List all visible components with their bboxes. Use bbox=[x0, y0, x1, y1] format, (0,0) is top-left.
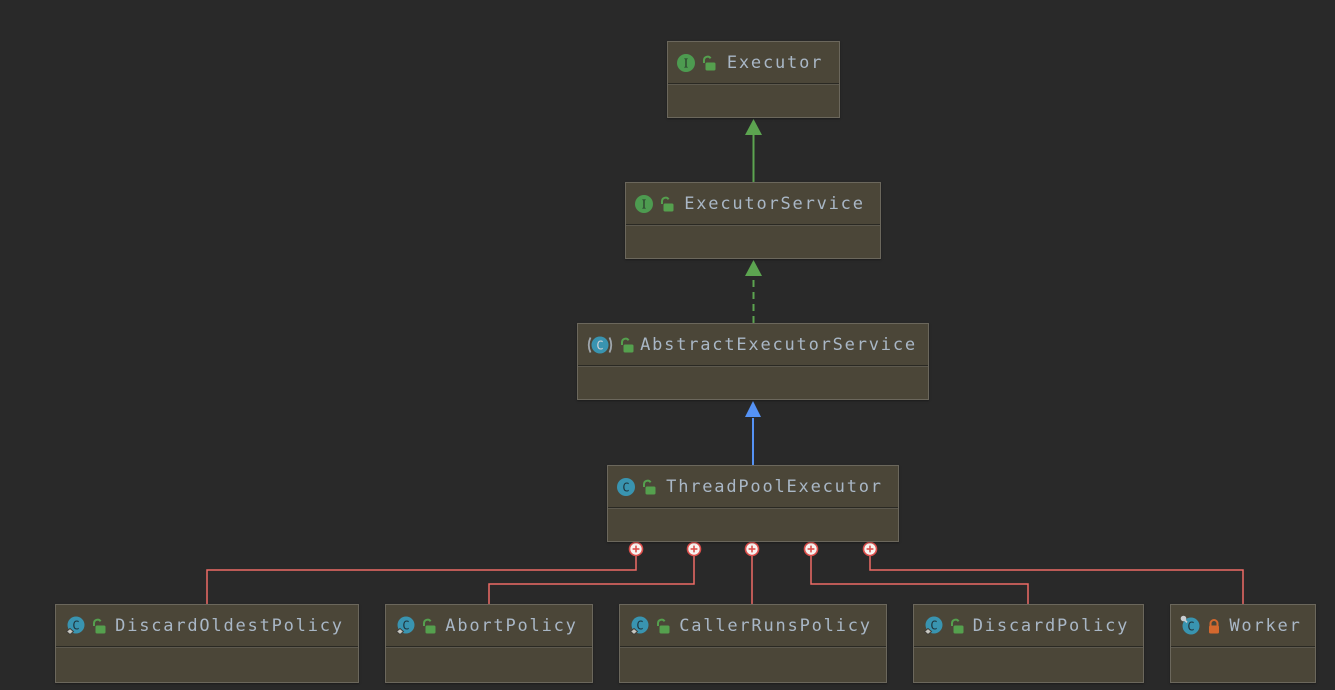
node-label: CallerRunsPolicy bbox=[679, 615, 872, 636]
node-label: DiscardPolicy bbox=[972, 615, 1130, 636]
node-body bbox=[386, 647, 592, 682]
node-body bbox=[620, 647, 886, 682]
class-node-threadpoolexecutor[interactable]: C ThreadPoolExecutor bbox=[607, 465, 899, 542]
icon-cluster: I bbox=[634, 194, 675, 214]
static-class-icon: C bbox=[923, 616, 943, 635]
class-node-executor[interactable]: I Executor bbox=[667, 41, 840, 118]
node-label: AbortPolicy bbox=[445, 615, 578, 636]
icon-cluster: C bbox=[616, 477, 657, 497]
icon-cluster: C bbox=[586, 335, 635, 355]
icon-cluster: C bbox=[628, 615, 671, 637]
static-diamond-marker bbox=[629, 627, 639, 635]
node-title: I Executor bbox=[668, 42, 839, 84]
svg-text:I: I bbox=[684, 56, 689, 70]
class-node-discardoldestpolicy[interactable]: C DiscardOldestPolicy bbox=[55, 604, 359, 683]
icon-cluster: C bbox=[64, 615, 107, 637]
arrowhead-up-blue bbox=[745, 401, 761, 417]
final-class-icon: C bbox=[1180, 615, 1200, 634]
static-class-icon: C bbox=[629, 616, 649, 635]
svg-text:C: C bbox=[636, 618, 643, 632]
static-diamond-marker bbox=[65, 627, 75, 635]
class-node-abstractexecutorservice[interactable]: C AbstractExecutorService bbox=[577, 323, 929, 400]
interface-icon: I bbox=[635, 194, 653, 213]
inner-class-anchor-2[interactable] bbox=[686, 541, 702, 557]
static-diamond-marker bbox=[923, 627, 933, 635]
interface-icon: I bbox=[677, 53, 695, 72]
abstract-class-icon: C bbox=[587, 336, 613, 353]
inner-class-anchor-5[interactable] bbox=[862, 541, 878, 557]
class-node-callerrunspolicy[interactable]: C CallerRunsPolicy bbox=[619, 604, 887, 683]
class-node-discardpolicy[interactable]: C DiscardPolicy bbox=[913, 604, 1144, 683]
icon-cluster: C bbox=[1179, 615, 1222, 637]
public-open-lock-icon bbox=[643, 479, 656, 494]
icon-cluster: C bbox=[922, 615, 965, 637]
public-open-lock-icon bbox=[661, 196, 674, 211]
node-title: C DiscardOldestPolicy bbox=[56, 605, 358, 647]
arrowhead-up-green bbox=[745, 119, 762, 135]
inner-class-anchor-4[interactable] bbox=[803, 541, 819, 557]
svg-text:C: C bbox=[1187, 619, 1194, 633]
svg-text:C: C bbox=[930, 618, 937, 632]
node-label: Executor bbox=[726, 52, 824, 73]
node-title: C CallerRunsPolicy bbox=[620, 605, 886, 647]
public-open-lock-icon bbox=[703, 55, 716, 70]
node-label: AbstractExecutorService bbox=[640, 334, 917, 355]
svg-text:C: C bbox=[596, 338, 603, 352]
node-title: C AbortPolicy bbox=[386, 605, 592, 647]
svg-text:C: C bbox=[402, 618, 409, 632]
edge-innerclass-abortpolicy bbox=[488, 556, 695, 604]
node-label: ExecutorService bbox=[684, 193, 865, 214]
public-open-lock-icon bbox=[657, 618, 670, 633]
edge-extends-threadpoolexecutor-to-abstractexecutorservice bbox=[745, 401, 761, 465]
edge-extends-executorservice-to-executor bbox=[745, 119, 762, 182]
class-node-worker[interactable]: C Worker bbox=[1170, 604, 1316, 683]
node-label: ThreadPoolExecutor bbox=[666, 476, 883, 497]
public-open-lock-icon bbox=[93, 618, 106, 633]
node-title: C ThreadPoolExecutor bbox=[608, 466, 898, 508]
icon-cluster: I bbox=[676, 53, 717, 73]
class-node-executorservice[interactable]: I ExecutorService bbox=[625, 182, 881, 259]
edge-innerclass-discardoldestpolicy bbox=[206, 556, 637, 604]
edge-innerclass-worker bbox=[869, 556, 1244, 604]
class-node-abortpolicy[interactable]: C AbortPolicy bbox=[385, 604, 593, 683]
node-body bbox=[1171, 647, 1315, 682]
node-title: C DiscardPolicy bbox=[914, 605, 1143, 647]
node-body bbox=[626, 225, 880, 258]
node-body bbox=[578, 366, 928, 399]
svg-text:C: C bbox=[72, 618, 79, 632]
class-icon: C bbox=[617, 477, 635, 496]
public-open-lock-icon bbox=[621, 337, 634, 352]
node-body bbox=[914, 647, 1143, 682]
public-open-lock-icon bbox=[951, 618, 964, 633]
inner-class-anchor-1[interactable] bbox=[628, 541, 644, 557]
static-diamond-marker bbox=[395, 627, 405, 635]
node-title: C Worker bbox=[1171, 605, 1315, 647]
node-body bbox=[56, 647, 358, 682]
node-label: Worker bbox=[1229, 615, 1302, 636]
private-closed-lock-icon bbox=[1209, 618, 1219, 633]
final-pin-marker bbox=[1180, 615, 1188, 623]
node-body bbox=[608, 508, 898, 541]
public-open-lock-icon bbox=[423, 618, 436, 633]
node-body bbox=[668, 84, 839, 117]
node-title: C AbstractExecutorService bbox=[578, 324, 928, 366]
inner-class-anchor-3[interactable] bbox=[744, 541, 760, 557]
node-label: DiscardOldestPolicy bbox=[115, 615, 344, 636]
edge-implements-abstractexecutorservice-to-executorservice bbox=[745, 260, 762, 323]
arrowhead-up-green bbox=[745, 260, 762, 276]
icon-cluster: C bbox=[394, 615, 437, 637]
node-title: I ExecutorService bbox=[626, 183, 880, 225]
static-class-icon: C bbox=[395, 616, 415, 635]
svg-text:I: I bbox=[642, 197, 647, 211]
svg-text:C: C bbox=[622, 480, 629, 494]
static-class-icon: C bbox=[65, 616, 85, 635]
edge-innerclass-discardpolicy bbox=[810, 556, 1029, 604]
